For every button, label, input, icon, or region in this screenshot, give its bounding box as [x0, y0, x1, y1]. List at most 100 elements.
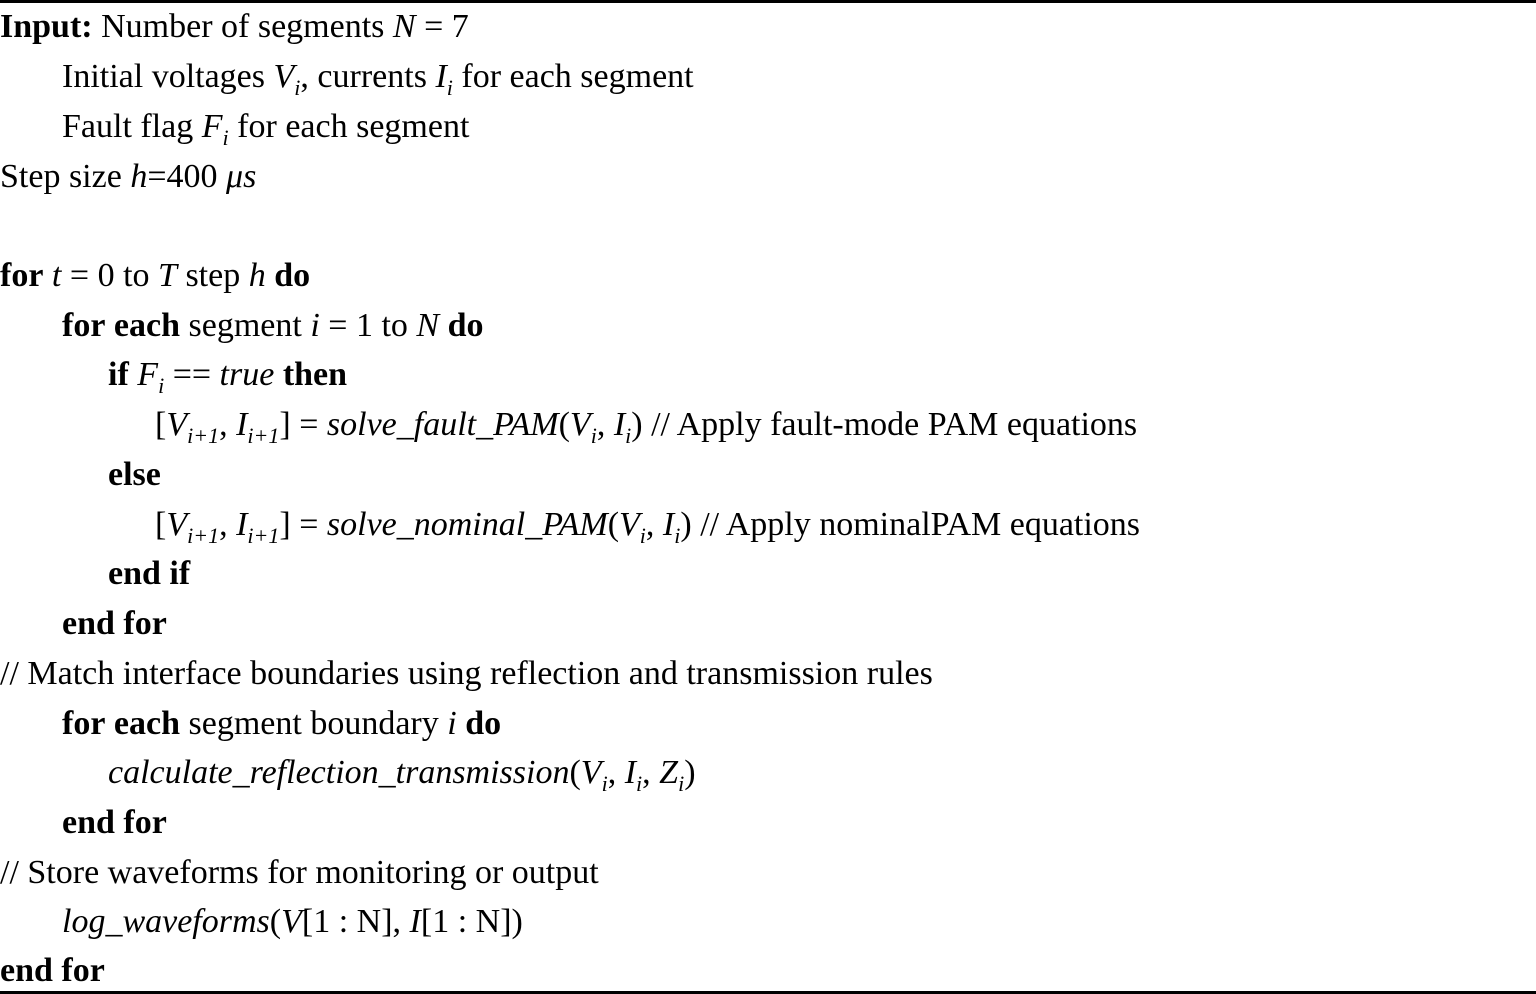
algo-line-if: if Fi == true then	[108, 350, 347, 400]
keyword-then: then	[282, 356, 348, 393]
math-t: t	[51, 257, 62, 294]
bottom-rule	[0, 991, 1536, 994]
algo-line-solve-nominal: [Vi+1, Ii+1] = solve_nominal_PAM(Vi, Ii)…	[155, 506, 1141, 548]
function-log-waveforms: log_waveforms	[62, 903, 270, 940]
math-I: I	[613, 406, 626, 443]
algo-line-end-for-outer: end for	[0, 946, 105, 994]
subscript-i: i	[674, 523, 681, 548]
keyword-end-for: end for	[62, 605, 167, 642]
text: for each segment	[237, 108, 470, 145]
equals: =	[290, 506, 327, 543]
equals: =	[290, 406, 327, 443]
text: to	[123, 257, 150, 294]
text: , currents	[300, 58, 427, 95]
math-V: V	[580, 754, 602, 791]
subscript-i-plus-1: i+1	[247, 423, 280, 448]
keyword-if: if	[108, 356, 129, 393]
top-rule	[0, 0, 1536, 3]
function-solve-nominal-pam: solve_nominal_PAM	[326, 506, 608, 543]
keyword-each: each	[113, 705, 181, 742]
algo-line-comment-match: // Match interface boundaries using refl…	[0, 649, 933, 699]
subscript-i: i	[678, 771, 685, 796]
math-F: F	[201, 108, 223, 145]
math-T: T	[158, 257, 177, 294]
comment-store-waveforms: // Store waveforms for monitoring or out…	[0, 854, 599, 891]
text: Initial voltages	[62, 58, 266, 95]
algo-line-for-each-segment: for each segment i = 1 to N do	[62, 301, 484, 351]
keyword-end-for: end for	[0, 952, 105, 989]
algo-line-log-waveforms: log_waveforms(V[1 : N], I[1 : N])	[62, 903, 523, 940]
math-F: F	[137, 356, 159, 393]
subscript-i: i	[222, 125, 229, 150]
comment-nominal: // Apply nominalPAM equations	[700, 506, 1141, 543]
keyword-do: do	[447, 307, 484, 344]
math-h: h	[248, 257, 266, 294]
equals: =	[319, 307, 356, 344]
subscript-i: i	[601, 771, 608, 796]
subscript-i: i	[639, 523, 646, 548]
keyword-for: for	[62, 705, 106, 742]
value-400: =400	[147, 158, 218, 195]
double-equals: ==	[164, 356, 220, 393]
algo-line-fault-flag: Fault flag Fi for each segment	[62, 102, 469, 152]
comment-match-boundaries: // Match interface boundaries using refl…	[0, 655, 933, 692]
algo-line-end-for-boundary: end for	[62, 798, 167, 848]
keyword-end-if: end if	[108, 555, 191, 592]
range-1-to-N: [1 : N]	[420, 903, 512, 940]
keyword-else: else	[108, 456, 161, 493]
math-N: N	[392, 8, 416, 45]
range-1-to-N: [1 : N]	[301, 903, 393, 940]
algo-line-for-t: for t = 0 to T step h do	[0, 251, 310, 301]
math-V: V	[166, 506, 188, 543]
subscript-i: i	[446, 75, 453, 100]
text: to	[381, 307, 408, 344]
algo-line-end-for-inner: end for	[62, 599, 167, 649]
input-keyword: Input:	[0, 8, 93, 45]
math-I: I	[236, 406, 248, 443]
math-I: I	[662, 506, 675, 543]
subscript-i-plus-1: i+1	[247, 523, 280, 548]
math-V: V	[166, 406, 188, 443]
math-I: I	[236, 506, 248, 543]
keyword-end-for: end for	[62, 804, 167, 841]
text: segment boundary	[188, 705, 439, 742]
function-calculate-reflection-transmission: calculate_reflection_transmission	[108, 754, 570, 791]
subscript-i-plus-1: i+1	[187, 523, 220, 548]
math-I: I	[624, 754, 637, 791]
subscript-i: i	[294, 75, 301, 100]
value-1: 1	[355, 307, 373, 344]
math-V: V	[569, 406, 591, 443]
function-solve-fault-pam: solve_fault_PAM	[326, 406, 559, 443]
keyword-each: each	[113, 307, 181, 344]
subscript-i: i	[636, 771, 643, 796]
algo-line-input: Input: Number of segments N = 7	[0, 2, 469, 52]
keyword-for: for	[0, 257, 44, 294]
value-0: 0	[97, 257, 115, 294]
subscript-i: i	[625, 423, 632, 448]
math-V: V	[619, 506, 640, 543]
text: for each segment	[461, 58, 694, 95]
math-i: i	[447, 705, 457, 742]
text: step	[185, 257, 241, 294]
math-N: N	[416, 307, 440, 344]
math-V: V	[281, 903, 302, 940]
algo-line-else: else	[108, 450, 161, 500]
math-I: I	[409, 903, 421, 940]
algo-line-for-each-boundary: for each segment boundary i do	[62, 699, 501, 749]
subscript-i: i	[158, 373, 165, 398]
algo-line-step-size: Step size h=400 μs	[0, 152, 256, 202]
keyword-do: do	[465, 705, 502, 742]
math-V: V	[273, 58, 295, 95]
math-h: h	[130, 158, 148, 195]
text: segment	[188, 307, 302, 344]
math-I: I	[435, 58, 447, 95]
unit-mu-s: μs	[226, 158, 257, 195]
keyword-do: do	[274, 257, 311, 294]
algo-line-solve-fault: [Vi+1, Ii+1] = solve_fault_PAM(Vi, Ii) /…	[155, 406, 1138, 448]
math-Z: Z	[659, 754, 679, 791]
math-true: true	[219, 356, 275, 393]
text: Fault flag	[62, 108, 194, 145]
algo-line-end-if: end if	[108, 549, 190, 599]
algo-line-calc-rt: calculate_reflection_transmission(Vi, Ii…	[108, 754, 696, 796]
